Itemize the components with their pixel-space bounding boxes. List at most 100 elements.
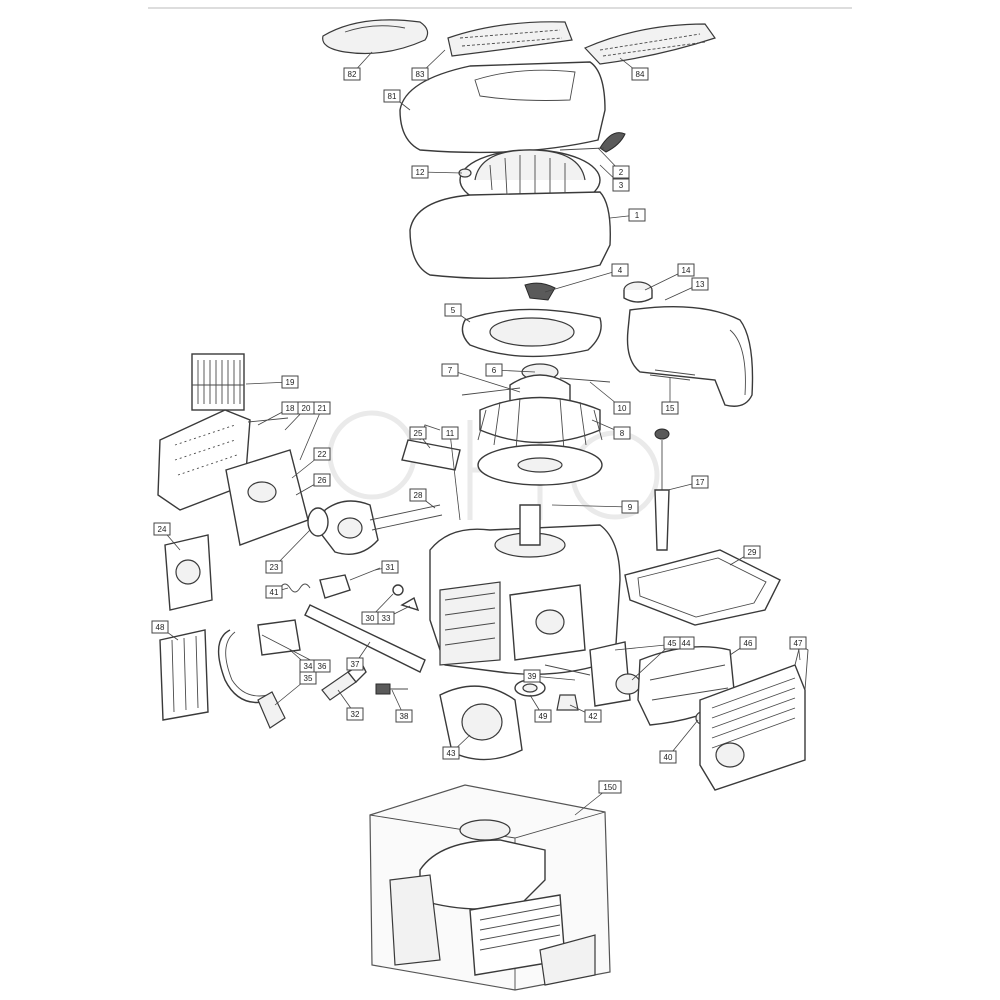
callout-box bbox=[346, 707, 364, 721]
callout-18: 18 bbox=[281, 401, 299, 415]
bolt-39 bbox=[375, 683, 408, 695]
callout-label: 81 bbox=[388, 92, 397, 101]
callout-box bbox=[265, 560, 283, 574]
callout-38: 38 bbox=[395, 709, 413, 723]
callout-box bbox=[343, 67, 361, 81]
callout-box bbox=[661, 401, 679, 415]
callout-box bbox=[281, 375, 299, 389]
callout-box bbox=[789, 636, 807, 650]
callout-150: 150 bbox=[598, 780, 622, 794]
gasket-24 bbox=[307, 507, 329, 537]
callout-13: 13 bbox=[691, 277, 709, 291]
leader-line bbox=[299, 407, 323, 461]
callout-82: 82 bbox=[343, 67, 361, 81]
fuel-tank-13 bbox=[626, 305, 754, 407]
bolt-10 bbox=[559, 377, 611, 383]
sump-gasket-41 bbox=[624, 549, 781, 626]
callout-17: 17 bbox=[691, 475, 709, 489]
callout-label: 7 bbox=[448, 366, 453, 375]
governor-spring-31 bbox=[279, 583, 311, 593]
complete-engine-box-150 bbox=[369, 784, 611, 991]
callout-81: 81 bbox=[383, 89, 401, 103]
callout-label: 5 bbox=[451, 306, 456, 315]
callout-box bbox=[442, 746, 460, 760]
callout-box bbox=[534, 709, 552, 723]
callout-label: 33 bbox=[382, 614, 391, 623]
primer-bulb-24 bbox=[164, 534, 213, 611]
callout-9: 9 bbox=[621, 500, 639, 514]
callout-33: 33 bbox=[377, 611, 395, 625]
callout-21: 21 bbox=[313, 401, 331, 415]
callout-label: 2 bbox=[619, 168, 624, 177]
screw-44 bbox=[544, 664, 591, 676]
callout-1: 1 bbox=[628, 208, 646, 222]
callout-box bbox=[739, 636, 757, 650]
nut-33 bbox=[392, 584, 404, 596]
callout-31: 31 bbox=[381, 560, 399, 574]
callout-label: 15 bbox=[666, 404, 675, 413]
callout-40: 40 bbox=[659, 750, 677, 764]
callout-box bbox=[409, 426, 427, 440]
callout-47: 47 bbox=[789, 636, 807, 650]
callout-label: 82 bbox=[348, 70, 357, 79]
callout-box bbox=[659, 750, 677, 764]
callout-box bbox=[409, 488, 427, 502]
callout-box bbox=[743, 545, 761, 559]
callout-label: 6 bbox=[492, 366, 497, 375]
callout-label: 11 bbox=[446, 429, 455, 438]
callout-23: 23 bbox=[265, 560, 283, 574]
callout-6: 6 bbox=[485, 363, 503, 377]
callout-39: 39 bbox=[523, 669, 541, 683]
callout-26: 26 bbox=[313, 473, 331, 487]
callout-label: 40 bbox=[664, 753, 673, 762]
air-filter-base-21 bbox=[225, 449, 309, 546]
callout-35: 35 bbox=[299, 671, 317, 685]
callout-37: 37 bbox=[346, 657, 364, 671]
muffler-guard-49 bbox=[699, 644, 809, 791]
decal-82 bbox=[322, 19, 429, 55]
callout-box bbox=[613, 401, 631, 415]
callout-box bbox=[151, 620, 169, 634]
engine-cover-81 bbox=[399, 61, 606, 154]
callout-30: 30 bbox=[361, 611, 379, 625]
callout-label: 18 bbox=[286, 404, 295, 413]
callout-4: 4 bbox=[611, 263, 629, 277]
spark-plug-cap-37 bbox=[257, 691, 286, 729]
throttle-rod-28 bbox=[369, 504, 443, 531]
callout-box bbox=[395, 709, 413, 723]
callout-box bbox=[313, 473, 331, 487]
leader-line bbox=[449, 369, 521, 393]
callout-box bbox=[523, 669, 541, 683]
decal-83 bbox=[447, 21, 573, 57]
callout-box bbox=[383, 89, 401, 103]
spacer-46 bbox=[615, 673, 641, 695]
callout-label: 41 bbox=[270, 588, 279, 597]
starter-cup-4 bbox=[524, 282, 556, 301]
callout-box bbox=[677, 263, 695, 277]
callout-label: 3 bbox=[619, 181, 624, 190]
callout-box bbox=[612, 178, 630, 192]
leader-line bbox=[551, 504, 631, 508]
callout-48: 48 bbox=[151, 620, 169, 634]
callout-label: 42 bbox=[589, 712, 598, 721]
callout-box bbox=[411, 165, 429, 179]
callout-box bbox=[613, 426, 631, 440]
callout-label: 49 bbox=[539, 712, 548, 721]
callout-3: 3 bbox=[612, 178, 630, 192]
callout-45: 45 bbox=[663, 636, 681, 650]
callout-label: 38 bbox=[400, 712, 409, 721]
callout-label: 46 bbox=[744, 639, 753, 648]
flywheel-8 bbox=[461, 363, 611, 486]
callout-label: 9 bbox=[628, 503, 633, 512]
callout-8: 8 bbox=[613, 426, 631, 440]
callout-label: 39 bbox=[528, 672, 537, 681]
callout-14: 14 bbox=[677, 263, 695, 277]
callout-box bbox=[598, 780, 622, 794]
callout-box bbox=[663, 636, 681, 650]
blower-housing-1 bbox=[409, 149, 611, 280]
callout-label: 1 bbox=[635, 211, 640, 220]
callout-box bbox=[628, 208, 646, 222]
leader-line bbox=[449, 432, 461, 521]
callout-label: 8 bbox=[620, 429, 625, 438]
